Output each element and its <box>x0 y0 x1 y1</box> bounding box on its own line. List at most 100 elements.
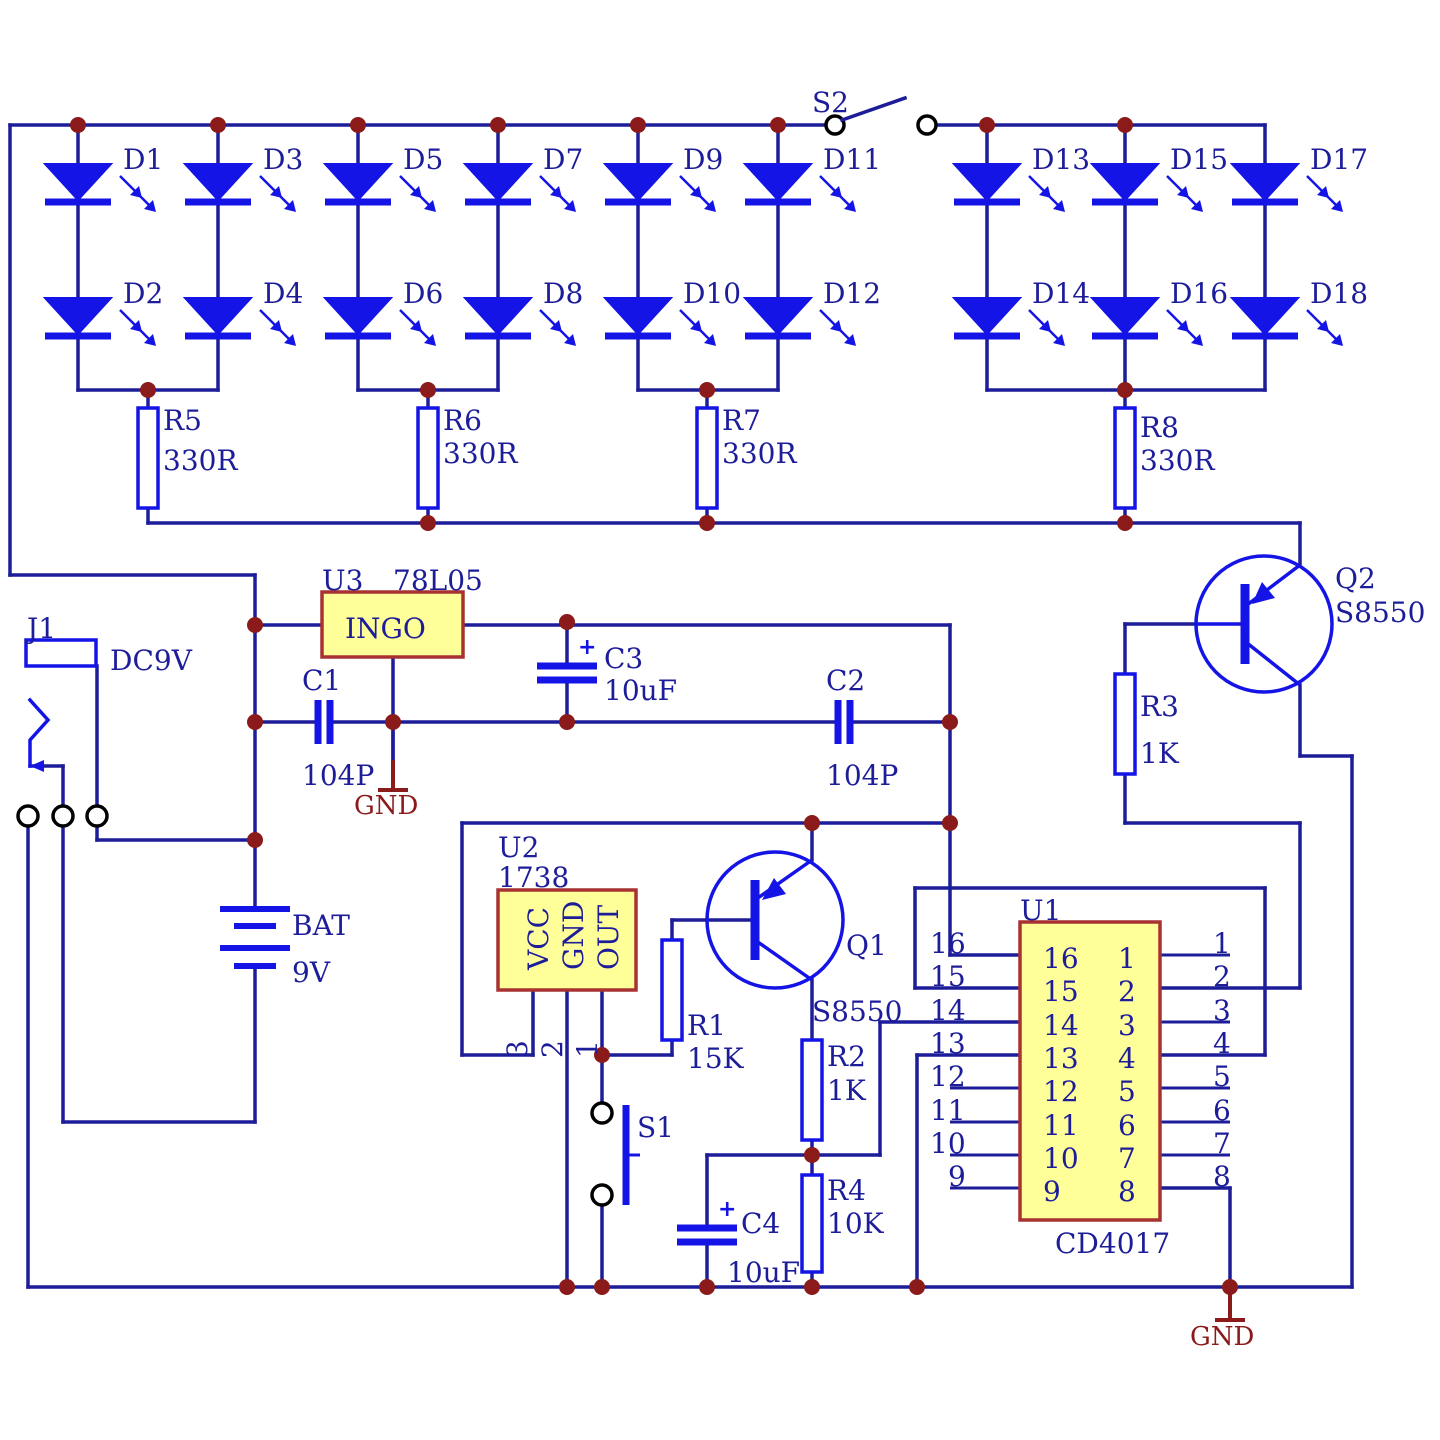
part-q1: S8550 <box>812 995 902 1028</box>
u1-left-pin-label: 14 <box>1043 1009 1079 1042</box>
u1-right-pin-number: 6 <box>1213 1094 1231 1127</box>
value-r5: 330R <box>163 444 238 477</box>
value-r2: 1K <box>827 1074 867 1107</box>
u1-left-pin-label: 13 <box>1043 1042 1079 1075</box>
junction-dot <box>1117 382 1133 398</box>
gnd-symbol-top <box>378 760 408 792</box>
junction-dot <box>1117 515 1133 531</box>
capacitor-c1 <box>314 700 334 744</box>
led-label: D17 <box>1310 143 1368 176</box>
led-label: D15 <box>1170 143 1228 176</box>
junction-dot <box>70 117 86 133</box>
u1-right-pin-number: 3 <box>1213 994 1231 1027</box>
led-d6: D6 <box>322 277 443 346</box>
u1-left-pin-label: 16 <box>1043 942 1079 975</box>
u1-right-pin-label: 5 <box>1118 1075 1136 1108</box>
led-label: D9 <box>683 143 723 176</box>
u1-right-pin-number: 4 <box>1213 1027 1231 1060</box>
resistor-r1 <box>660 938 684 1042</box>
led-array: D1D2D3D4D5D6D7D8D9D10D11D12D13D14D15D16D… <box>42 123 1368 392</box>
switch-s1 <box>590 1101 640 1207</box>
led-d9: D9 <box>602 143 723 212</box>
resistor-r8 <box>1113 406 1137 510</box>
junction-dot <box>942 815 958 831</box>
u1-left-pin-number: 11 <box>930 1094 966 1127</box>
transistor-q2 <box>1194 554 1334 694</box>
value-c4: 10uF <box>727 1256 800 1289</box>
resistor-r7 <box>695 406 719 510</box>
u1-right-pin-number: 2 <box>1213 960 1231 993</box>
u1-left-pin-label: 15 <box>1043 975 1079 1008</box>
label-s1: S1 <box>637 1111 674 1144</box>
part-q2: S8550 <box>1335 596 1425 629</box>
capacitor-c2 <box>834 700 854 744</box>
label-c3: C3 <box>604 642 643 675</box>
value-r3: 1K <box>1140 737 1180 770</box>
junction-dot <box>247 714 263 730</box>
led-label: D1 <box>123 143 163 176</box>
junction-dots <box>70 117 1238 1295</box>
led-d16: D16 <box>1089 277 1228 346</box>
battery <box>220 906 290 969</box>
led-label: D10 <box>683 277 741 310</box>
junction-dot <box>140 382 156 398</box>
led-d15: D15 <box>1089 143 1228 212</box>
gnd-label-top: GND <box>354 791 418 821</box>
led-d8: D8 <box>462 277 583 346</box>
label-c4: C4 <box>741 1207 780 1240</box>
led-d3: D3 <box>182 143 303 212</box>
label-jack: J1 <box>24 612 56 645</box>
u1-right-pin-number: 7 <box>1213 1127 1231 1160</box>
chip-u1 <box>1018 920 1162 1222</box>
junction-dot <box>594 1047 610 1063</box>
led-label: D5 <box>403 143 443 176</box>
value-r6: 330R <box>443 437 518 470</box>
chip-u3: INGO <box>320 590 465 659</box>
wires <box>8 123 1354 1289</box>
led-d18: D18 <box>1229 277 1368 346</box>
led-d5: D5 <box>322 143 443 212</box>
junction-dot <box>804 1279 820 1295</box>
chip-u2: VCC GND OUT <box>496 888 638 992</box>
label-r4: R4 <box>827 1174 866 1207</box>
value-c2: 104P <box>826 759 898 792</box>
junction-dot <box>699 1279 715 1295</box>
junction-dot <box>559 1279 575 1295</box>
junction-dot <box>247 832 263 848</box>
label-u2: U2 <box>498 831 539 864</box>
u1-right-pin-label: 4 <box>1118 1042 1136 1075</box>
label-r3: R3 <box>1140 690 1179 723</box>
led-label: D14 <box>1032 277 1090 310</box>
junction-dot <box>979 117 995 133</box>
component-labels: S2 R5 330R R6 330R R7 330R R8 330R Q2 S8… <box>24 86 1425 1352</box>
label-q1: Q1 <box>846 929 887 962</box>
junction-dot <box>350 117 366 133</box>
led-d17: D17 <box>1229 143 1368 212</box>
junction-dot <box>1117 117 1133 133</box>
c4-plus-sign: + <box>718 1197 736 1222</box>
led-d7: D7 <box>462 143 583 212</box>
junction-dot <box>770 117 786 133</box>
junction-dot <box>594 1279 610 1295</box>
capacitor-c3: + <box>537 635 597 684</box>
led-label: D13 <box>1032 143 1090 176</box>
junction-dot <box>630 117 646 133</box>
transistor-q1 <box>705 850 845 990</box>
u1-pin-stubs <box>950 953 1230 1190</box>
led-d14: D14 <box>951 277 1090 346</box>
u1-left-pin-label: 12 <box>1043 1075 1079 1108</box>
label-r7: R7 <box>722 404 761 437</box>
label-r5: R5 <box>163 404 202 437</box>
junction-dot <box>490 117 506 133</box>
u1-left-pin-number: 9 <box>948 1160 966 1193</box>
value-battery: 9V <box>292 956 331 989</box>
label-u1: U1 <box>1020 894 1061 927</box>
label-q2: Q2 <box>1335 562 1376 595</box>
junction-dot <box>804 1147 820 1163</box>
label-r6: R6 <box>443 404 482 437</box>
led-label: D3 <box>263 143 303 176</box>
junction-dot <box>699 515 715 531</box>
u1-left-pin-number: 12 <box>930 1060 966 1093</box>
part-u1: CD4017 <box>1055 1227 1170 1260</box>
u1-right-pin-label: 3 <box>1118 1009 1136 1042</box>
